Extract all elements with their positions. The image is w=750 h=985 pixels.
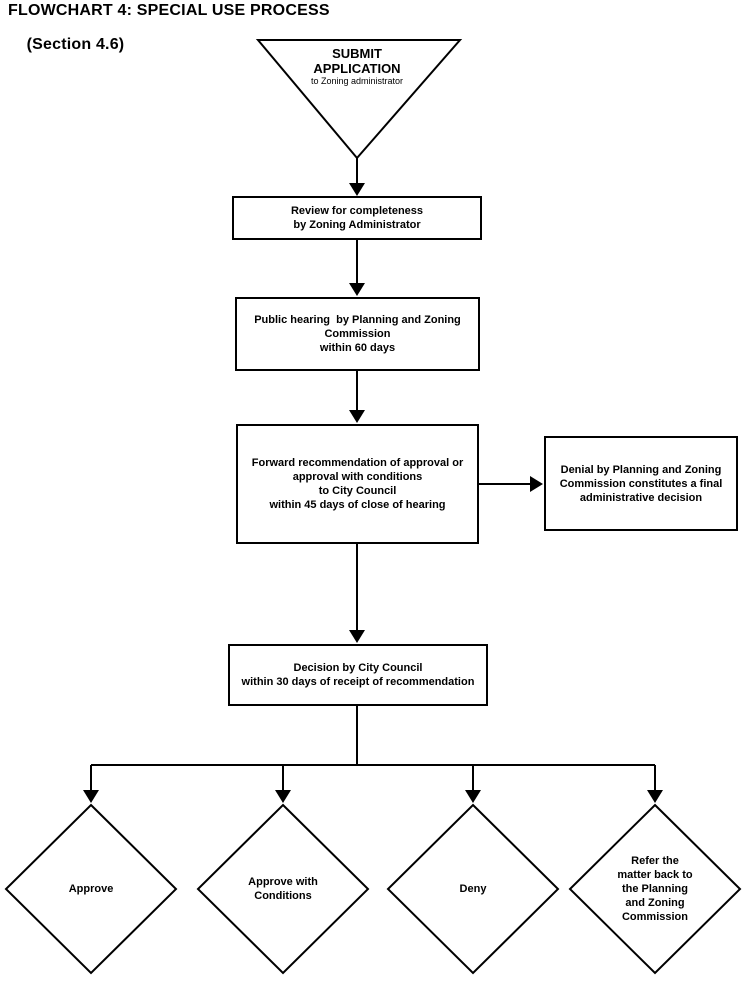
public-hearing-box	[235, 297, 480, 371]
arrowhead-submit-to-review	[349, 183, 365, 196]
forward-recommendation-box	[236, 424, 479, 544]
city-council-decision-box	[228, 644, 488, 706]
approve-diamond	[4, 803, 178, 975]
refer-back-diamond	[568, 803, 742, 975]
denial-note-box	[544, 436, 738, 531]
page-title-line2: (Section 4.6)	[26, 36, 125, 53]
connectors	[90, 158, 656, 791]
page-title: FLOWCHART 4: SPECIAL USE PROCESS (Sectio…	[8, 2, 330, 70]
arrowhead-review-to-hearing	[349, 283, 365, 296]
arrowhead-drop-deny	[465, 790, 481, 803]
node-shapes	[4, 39, 742, 975]
arrowhead-drop-approve-conditions	[275, 790, 291, 803]
approve-with-conditions-diamond	[196, 803, 370, 975]
arrowhead-forward-to-denial	[530, 476, 543, 492]
arrowhead-hearing-to-forward	[349, 410, 365, 423]
page-title-line1: FLOWCHART 4: SPECIAL USE PROCESS	[8, 2, 330, 19]
arrowhead-forward-to-decision	[349, 630, 365, 643]
arrowhead-drop-refer	[647, 790, 663, 803]
arrowheads	[83, 183, 663, 803]
submit-application-shape	[255, 39, 463, 160]
arrowhead-drop-approve	[83, 790, 99, 803]
deny-diamond	[386, 803, 560, 975]
review-completeness-box	[232, 196, 482, 240]
